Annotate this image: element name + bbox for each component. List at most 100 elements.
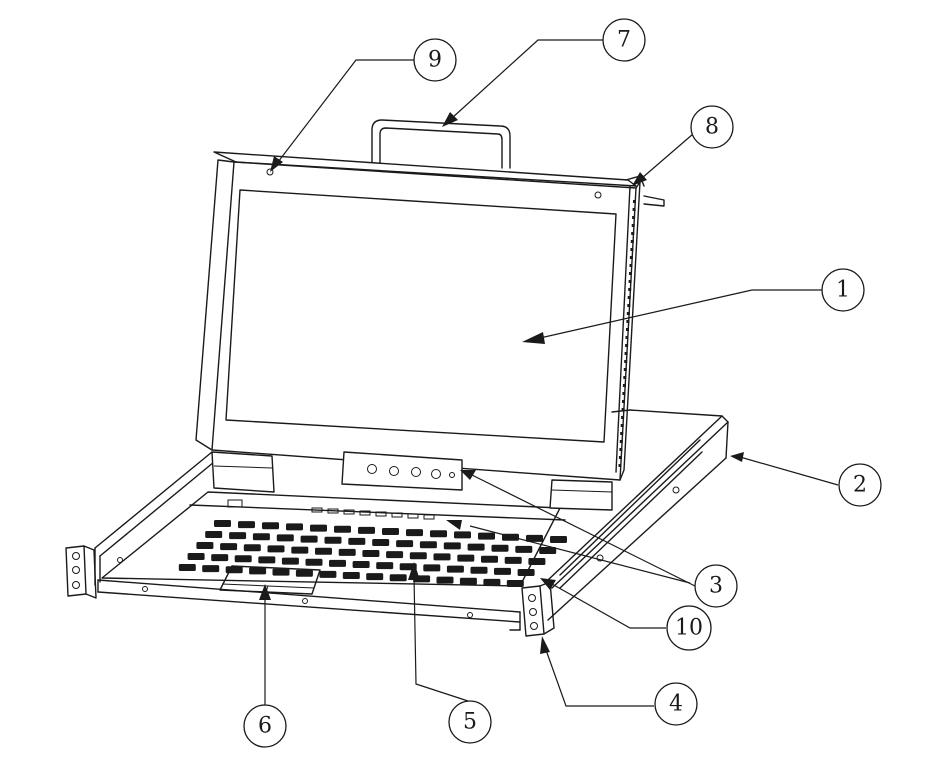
rail-perforation xyxy=(632,208,636,211)
keyboard-key xyxy=(272,568,290,576)
keyboard-key xyxy=(459,577,477,585)
rail-perforation xyxy=(624,352,628,355)
keyboard-key xyxy=(334,525,351,533)
keyboard-key xyxy=(234,555,252,563)
keyboard-key xyxy=(187,553,205,560)
rail-perforation xyxy=(621,408,625,411)
keyboard-key xyxy=(262,522,279,530)
rail-perforation xyxy=(629,256,633,259)
rail-perforation xyxy=(628,280,632,283)
callout-9: 9 xyxy=(270,38,457,172)
callout-label-10: 10 xyxy=(675,616,703,641)
keyboard-key xyxy=(229,532,247,540)
keyboard-key xyxy=(382,528,399,535)
rail-perforation xyxy=(631,224,635,227)
hinge-left xyxy=(211,451,275,493)
keyboard-key xyxy=(305,558,323,566)
rail-perforation xyxy=(619,440,623,443)
right-mounting-bracket xyxy=(521,581,555,637)
keyboard-key xyxy=(483,578,501,586)
rail-perforation xyxy=(623,376,627,379)
rail-perforation xyxy=(622,384,626,387)
keyboard-key xyxy=(478,532,495,540)
hinge-right xyxy=(549,479,613,511)
keyboard-key xyxy=(342,572,360,579)
keyboard-key xyxy=(517,569,535,576)
keyboard-key xyxy=(372,539,390,546)
keyboard-key xyxy=(291,546,309,554)
callout-2: 2 xyxy=(730,452,882,507)
rail-perforation xyxy=(625,336,629,339)
rail-perforation xyxy=(631,232,635,235)
rail-perforation xyxy=(618,456,622,459)
callout-label-9: 9 xyxy=(428,48,442,73)
rail-perforation xyxy=(622,392,626,395)
lid-rail-perforations xyxy=(618,200,636,467)
keyboard-key xyxy=(348,537,366,545)
keyboard-key xyxy=(286,523,303,531)
rail-perforation xyxy=(628,288,632,291)
callout-label-3: 3 xyxy=(709,574,723,599)
callout-label-4: 4 xyxy=(669,692,683,717)
keyboard-key xyxy=(315,547,332,555)
lcd-screen xyxy=(225,189,617,443)
rail-perforation xyxy=(620,432,624,435)
callout-3: 3 xyxy=(446,470,738,608)
keyboard-key xyxy=(481,555,498,563)
keyboard-key xyxy=(528,558,546,565)
rail-perforation xyxy=(626,312,630,315)
osd-button-panel xyxy=(341,451,463,491)
keyboard-key xyxy=(550,536,567,543)
rail-perforation xyxy=(626,320,630,323)
keyboard-key xyxy=(249,567,267,575)
callout-label-6: 6 xyxy=(258,714,272,739)
rail-perforation xyxy=(619,448,623,451)
rail-perforation xyxy=(629,264,633,267)
keyboard-key xyxy=(258,556,276,564)
keyboard-keys xyxy=(178,520,567,587)
rail-perforation xyxy=(627,296,631,299)
function-key-strip xyxy=(311,507,435,520)
keyboard-key xyxy=(526,534,543,542)
keyboard-key xyxy=(491,544,509,552)
keyboard-key xyxy=(300,535,318,543)
callout-label-2: 2 xyxy=(853,473,867,498)
rail-perforation xyxy=(618,464,622,467)
keyboard-key xyxy=(470,566,488,574)
callout-1: 1 xyxy=(522,268,865,344)
keyboard-key xyxy=(362,550,380,557)
keyboard-deck xyxy=(101,491,567,595)
rail-perforation xyxy=(624,360,628,363)
keyboard-key xyxy=(423,564,441,572)
keyboard-key xyxy=(419,541,437,549)
rail-perforation xyxy=(632,216,636,219)
rail-perforation xyxy=(625,344,629,347)
callout-5: 5 xyxy=(408,562,492,744)
keyboard-key xyxy=(539,547,557,554)
callout-6: 6 xyxy=(243,584,287,748)
keyboard-key xyxy=(295,569,313,577)
keyboard-key xyxy=(396,540,414,548)
rail-perforation xyxy=(623,368,627,371)
left-mounting-bracket xyxy=(65,545,97,599)
keyboard-key xyxy=(178,564,196,571)
rail-perforation xyxy=(621,416,625,419)
keyboard-key xyxy=(310,524,327,532)
keyboard-key xyxy=(352,561,370,568)
display-lid xyxy=(195,119,665,491)
keyboard-key xyxy=(409,552,427,560)
keyboard-key xyxy=(243,544,261,552)
keyboard-key xyxy=(205,531,223,538)
rail-perforation xyxy=(620,424,624,427)
keyboard-key xyxy=(443,542,461,550)
keyboard-key xyxy=(504,556,522,564)
callout-10: 10 xyxy=(540,578,712,651)
callout-8: 8 xyxy=(632,105,734,186)
rail-perforation xyxy=(626,328,629,331)
rail-perforation xyxy=(627,304,631,307)
keyboard-key xyxy=(494,567,511,575)
keyboard-key xyxy=(457,554,475,562)
keyboard-key xyxy=(220,543,238,551)
keyboard-key xyxy=(214,520,231,527)
